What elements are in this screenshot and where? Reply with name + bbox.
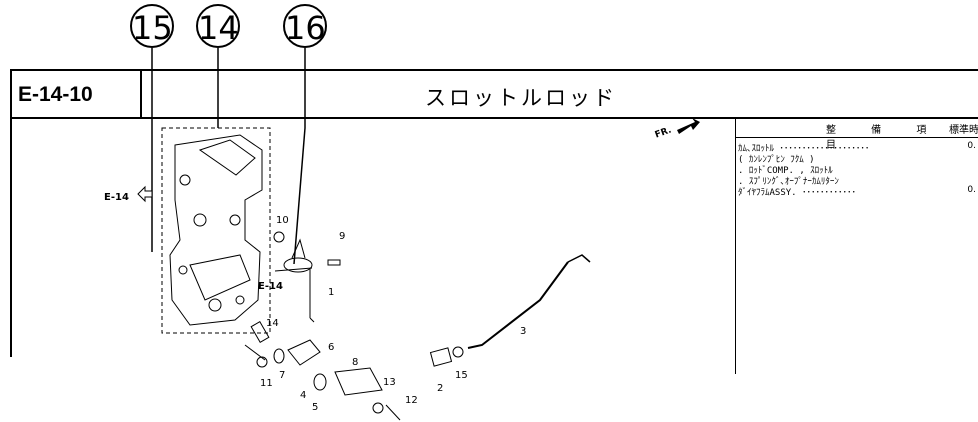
part-label-1: 1 xyxy=(328,287,335,298)
table-row-text: ｶﾑ､ｽﾛｯﾄﾙ ････････････････････ xyxy=(738,144,870,154)
part-label-13: 13 xyxy=(383,377,396,388)
part-label-11: 11 xyxy=(260,378,273,389)
ref-e14-left: E-14 xyxy=(104,192,129,203)
part-label-4: 4 xyxy=(300,390,307,401)
callout-16: 16 xyxy=(283,4,327,48)
section-header: E-14-10 スロットルロッド xyxy=(10,69,978,119)
table-row-value: 0. xyxy=(967,141,976,151)
part-label-3: 3 xyxy=(520,326,527,337)
ref-e14-mid: E-14 xyxy=(258,281,283,292)
table-row-text: ﾀﾞｲﾔﾌﾗﾑASSY. ････････････ xyxy=(738,188,857,198)
table-row-text: . ﾛｯﾄﾞCOMP. , ｽﾛｯﾄﾙ xyxy=(738,166,833,176)
part-label-6: 6 xyxy=(328,342,335,353)
part-label-2: 2 xyxy=(437,383,444,394)
part-label-7: 7 xyxy=(279,370,286,381)
part-label-5: 5 xyxy=(312,402,319,413)
table-header-item: 整 備 項 目 xyxy=(826,125,943,151)
part-label-12: 12 xyxy=(405,395,418,406)
maintenance-table: 整 備 項 目 標準時 ｶﾑ､ｽﾛｯﾄﾙ ･･･････････････････… xyxy=(735,119,978,374)
part-label-15: 15 xyxy=(455,370,468,381)
table-row-text: . ｽﾌﾟﾘﾝｸﾞ､ｵｰﾌﾟﾅｰｶﾑﾘﾀｰﾝ xyxy=(738,177,839,187)
table-row-text: ( ｶﾝﾚﾝﾌﾟﾋﾝ ﾌｸﾑ ) xyxy=(738,155,815,165)
part-label-10: 10 xyxy=(276,215,289,226)
part-label-8: 8 xyxy=(352,357,359,368)
callout-14: 14 xyxy=(196,4,240,48)
part-label-9: 9 xyxy=(339,231,346,242)
part-label-14: 14 xyxy=(266,318,279,329)
table-row-value: 0. xyxy=(967,185,976,195)
table-header: 整 備 項 目 標準時 xyxy=(736,119,978,151)
header-divider xyxy=(140,71,142,119)
section-title: スロットルロッド xyxy=(425,86,617,110)
callout-15: 15 xyxy=(130,4,174,48)
table-header-standard-time: 標準時 xyxy=(949,125,978,136)
section-code: E-14-10 xyxy=(18,83,93,106)
